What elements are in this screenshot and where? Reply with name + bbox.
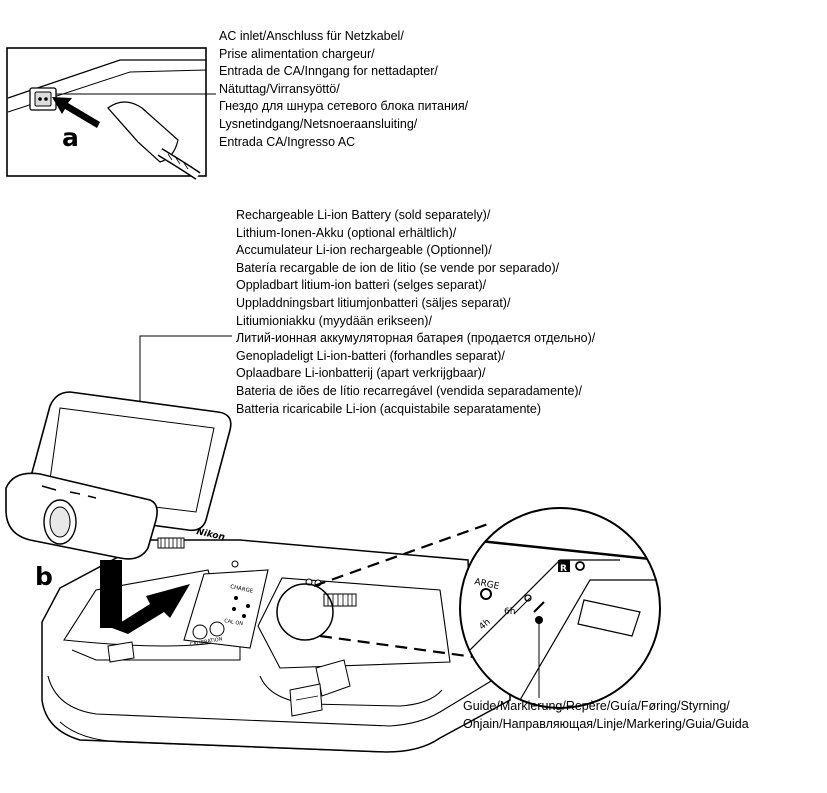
caption-line: Oppladbart litium-ion batteri (selges se… — [236, 278, 487, 293]
guide-mark — [533, 601, 545, 613]
caption-line: Entrada de CA/Inngang for nettadapter/ — [219, 64, 438, 79]
caption-line: Oplaadbare Li-ionbatterij (apart verkrij… — [236, 366, 486, 381]
caption-line: Uppladdningsbart litiumjonbatteri (sälje… — [236, 295, 511, 310]
caption-line: AC inlet/Anschluss für Netzkabel/ — [219, 29, 404, 43]
caption-line: Nätuttag/Virransyöttö/ — [219, 81, 340, 96]
caption-line: Prise alimentation chargeur/ — [219, 46, 375, 61]
caption-line: Литий-ионная аккумуляторная батарея (про… — [236, 331, 596, 346]
caption-line: Guide/Markierung/Repère/Guía/Føring/Styr… — [463, 699, 730, 713]
zoom-6h-label: 6h — [504, 607, 515, 617]
ac-inlet-inset — [6, 47, 216, 180]
caption-line: Ohjain/Направляющая/Linje/Markering/Guia… — [463, 717, 749, 731]
caption-line: Entrada CA/Ingresso AC — [219, 134, 356, 149]
step-a-label: a — [62, 123, 79, 152]
guide-caption: Guide/Markierung/Repère/Guía/Føring/Styr… — [463, 697, 749, 733]
caption-line: Accumulateur Li-ion rechargeable (Option… — [236, 243, 492, 258]
battery-pack — [5, 391, 232, 560]
caption-line: Lithium-Ionen-Akku (optional erhältlich)… — [236, 225, 457, 240]
caption-line: Rechargeable Li-ion Battery (sold separa… — [236, 208, 491, 222]
caption-line: Bateria de iões de lítio recarregável (v… — [236, 383, 583, 398]
caption-line: Batería recargable de ion de litio (se v… — [236, 260, 560, 275]
ac-inlet-socket — [29, 87, 57, 111]
caption-line: Genopladeligt Li-ion-batteri (forhandles… — [236, 348, 505, 363]
caption-line: Batteria ricaricabile Li-ion (acquistabi… — [236, 401, 542, 416]
arrow-icon — [52, 97, 100, 128]
battery-caption: Rechargeable Li-ion Battery (sold separa… — [236, 207, 595, 418]
step-b-label: b — [35, 562, 53, 591]
charge-label: CHARGE — [230, 584, 255, 595]
insert-arrow-icon — [100, 560, 190, 634]
ac-inlet-caption: AC inlet/Anschluss für Netzkabel/ Prise … — [219, 28, 468, 151]
caption-line: Lysnetindgang/Netsnoeraansluiting/ — [219, 116, 418, 131]
power-plug — [107, 101, 201, 180]
cal-on-label: CAL ON — [224, 618, 244, 627]
caption-line: Гнездо для шнура сетевого блока питания/ — [219, 99, 469, 114]
guide-zoom-callout: R ARGE 6h 4h — [276, 507, 661, 709]
zoom-r-label: R — [560, 564, 567, 574]
caption-line: Litiumioniakku (myydään erikseen)/ — [236, 313, 432, 328]
calibration-label: CALIBRATION — [189, 636, 223, 648]
leader-line-battery — [139, 335, 232, 428]
